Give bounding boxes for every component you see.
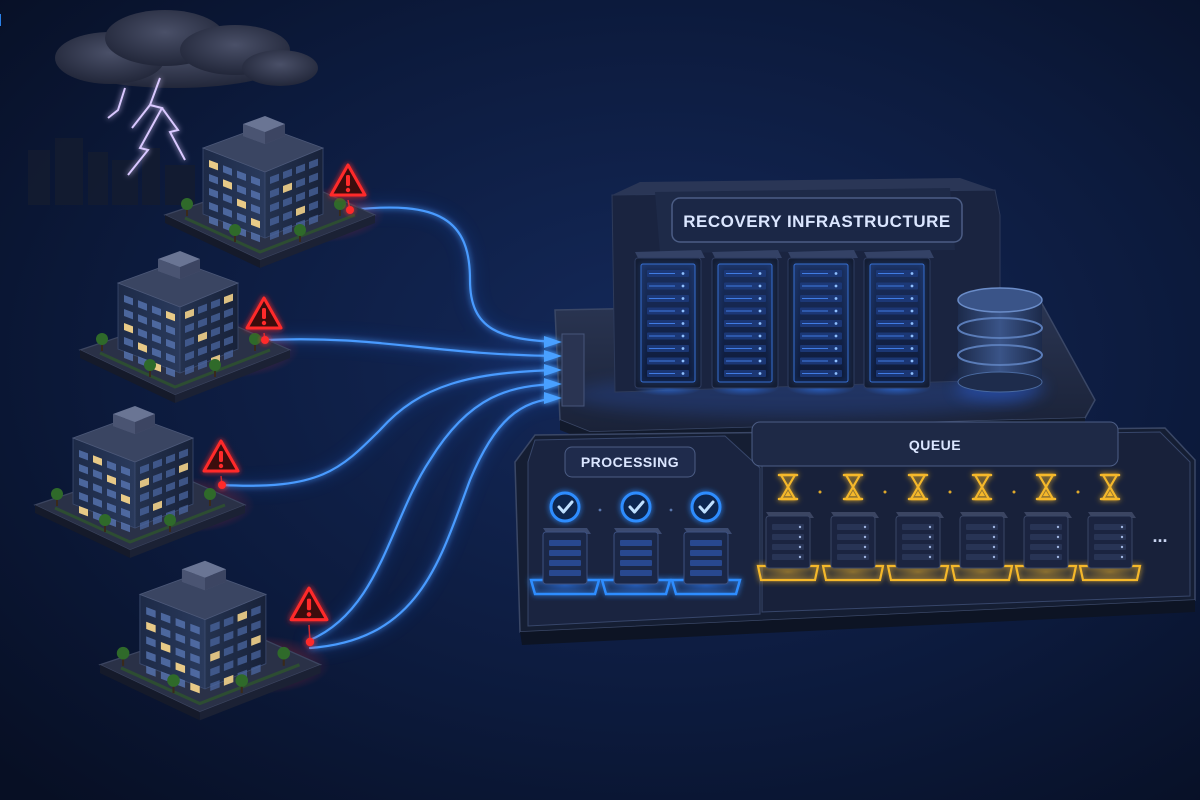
network-links bbox=[219, 204, 563, 651]
queue-unit-6 bbox=[1076, 473, 1144, 583]
link-site-4a bbox=[308, 382, 562, 642]
storm-cloud bbox=[55, 10, 318, 88]
site-port bbox=[218, 481, 226, 489]
recovery-infrastructure: RECOVERY INFRASTRUCTURE bbox=[544, 178, 1096, 442]
link-site-4b bbox=[308, 396, 562, 650]
site-port bbox=[346, 206, 354, 214]
server-rack-4 bbox=[863, 250, 934, 396]
link-site-1 bbox=[348, 206, 562, 344]
storm-icon bbox=[28, 10, 318, 205]
queue-unit-2 bbox=[819, 473, 887, 583]
server-rack-1 bbox=[634, 250, 705, 396]
server-rack-3 bbox=[787, 250, 858, 396]
distant-city-silhouette bbox=[28, 138, 195, 205]
server-rack-2 bbox=[711, 250, 782, 396]
recovery-infrastructure-label: RECOVERY INFRASTRUCTURE bbox=[683, 212, 950, 231]
processing-unit-1 bbox=[0, 14, 603, 597]
warning-triangle-icon bbox=[245, 296, 283, 330]
processing-label: PROCESSING bbox=[581, 454, 679, 470]
hourglass-icon bbox=[842, 473, 864, 501]
site-building-4 bbox=[98, 560, 331, 721]
site-building-1 bbox=[163, 116, 385, 268]
check-circle-icon bbox=[620, 491, 652, 523]
processing-unit-3 bbox=[0, 14, 744, 597]
queue-unit-4 bbox=[948, 473, 1016, 583]
lightning-icon bbox=[107, 77, 186, 176]
check-circle-icon bbox=[549, 491, 581, 523]
warning-triangle-icon bbox=[329, 163, 367, 197]
more-indicator: ... bbox=[1152, 526, 1167, 546]
database-icon bbox=[956, 287, 1044, 400]
site-building-2 bbox=[78, 251, 300, 403]
link-site-2 bbox=[263, 338, 562, 358]
link-site-3 bbox=[220, 368, 562, 487]
warning-triangle-icon bbox=[289, 586, 329, 622]
hourglass-icon bbox=[1099, 473, 1121, 501]
server-racks bbox=[634, 250, 934, 396]
site-port bbox=[261, 336, 269, 344]
hourglass-icon bbox=[777, 473, 799, 501]
hourglass-icon bbox=[1035, 473, 1057, 501]
site-building-3 bbox=[33, 406, 255, 558]
queue-label: QUEUE bbox=[909, 437, 961, 453]
queue-unit-5 bbox=[1012, 473, 1080, 583]
hourglass-icon bbox=[971, 473, 993, 501]
input-ports bbox=[544, 333, 585, 407]
affected-sites bbox=[33, 116, 385, 721]
queue-unit-3 bbox=[884, 473, 952, 583]
check-circle-icon bbox=[690, 491, 722, 523]
work-panel: PROCESSING QUEUE ... bbox=[0, 14, 1196, 645]
site-port bbox=[305, 637, 315, 647]
processing-unit-2 bbox=[0, 14, 674, 597]
warning-triangle-icon bbox=[202, 439, 240, 473]
queue-units bbox=[754, 473, 1144, 583]
processing-units bbox=[0, 14, 744, 597]
queue-unit-1 bbox=[754, 473, 822, 583]
recovery-infrastructure-label-panel: RECOVERY INFRASTRUCTURE bbox=[671, 197, 963, 243]
hourglass-icon bbox=[907, 473, 929, 501]
